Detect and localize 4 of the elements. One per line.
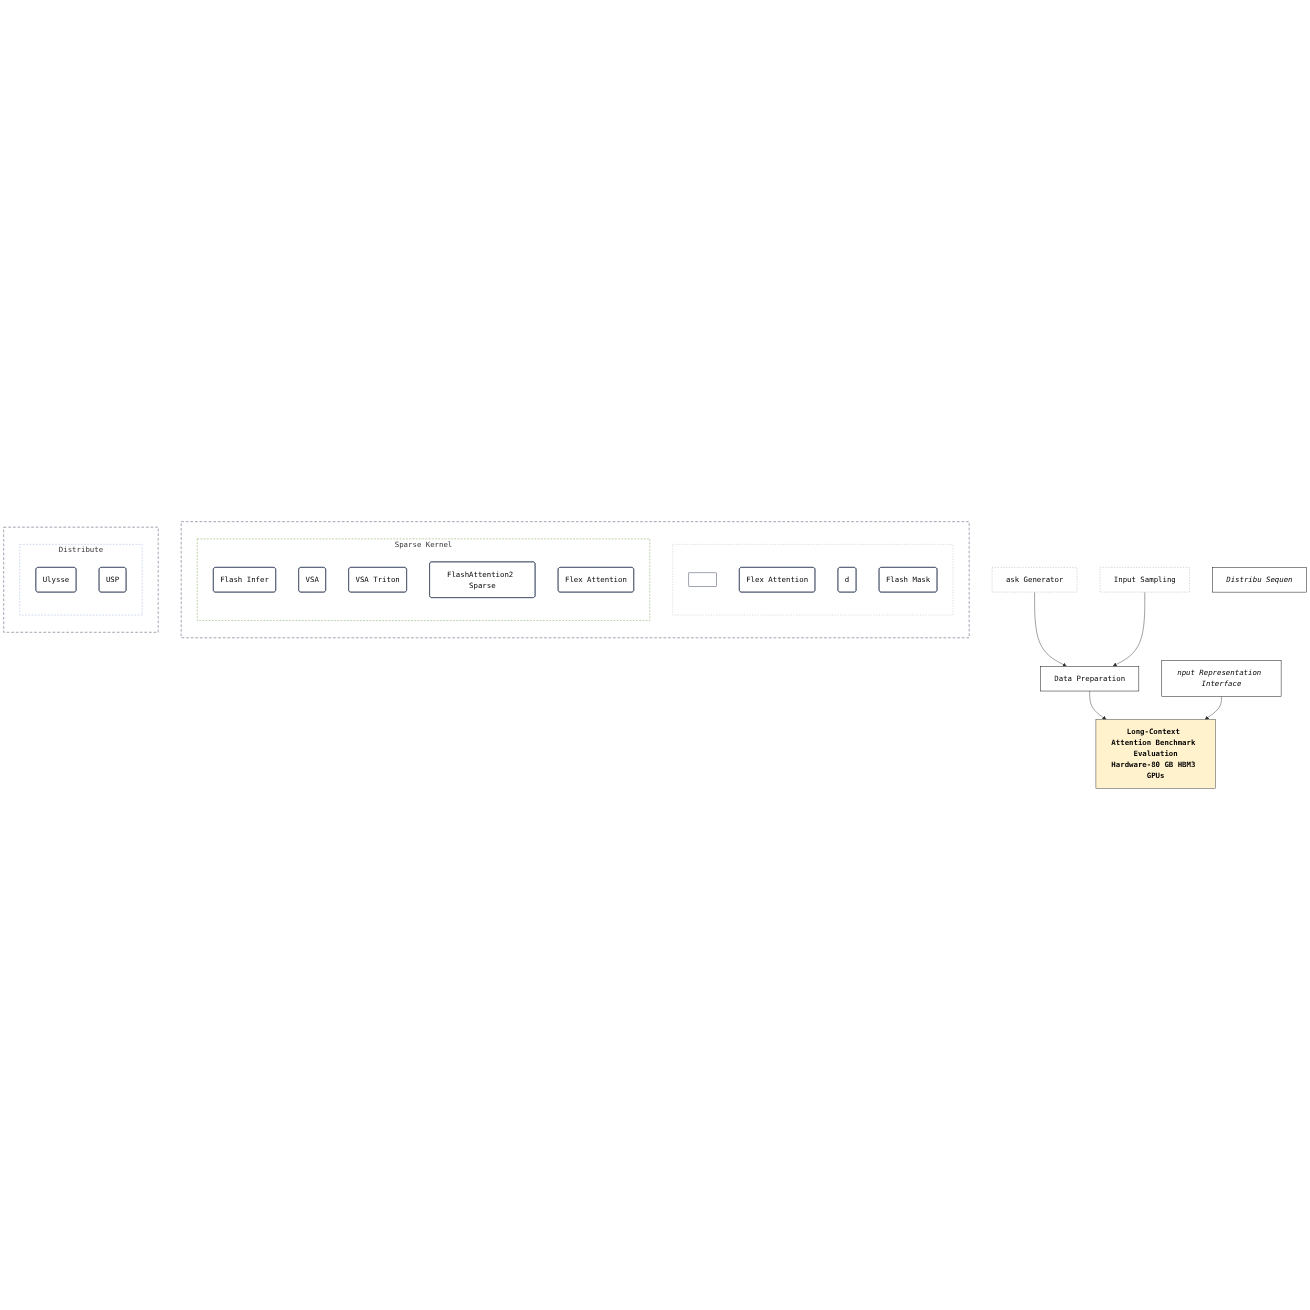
node-box bbox=[688, 572, 717, 587]
cluster bbox=[180, 521, 970, 638]
cluster bbox=[3, 526, 159, 633]
cluster bbox=[672, 544, 954, 616]
